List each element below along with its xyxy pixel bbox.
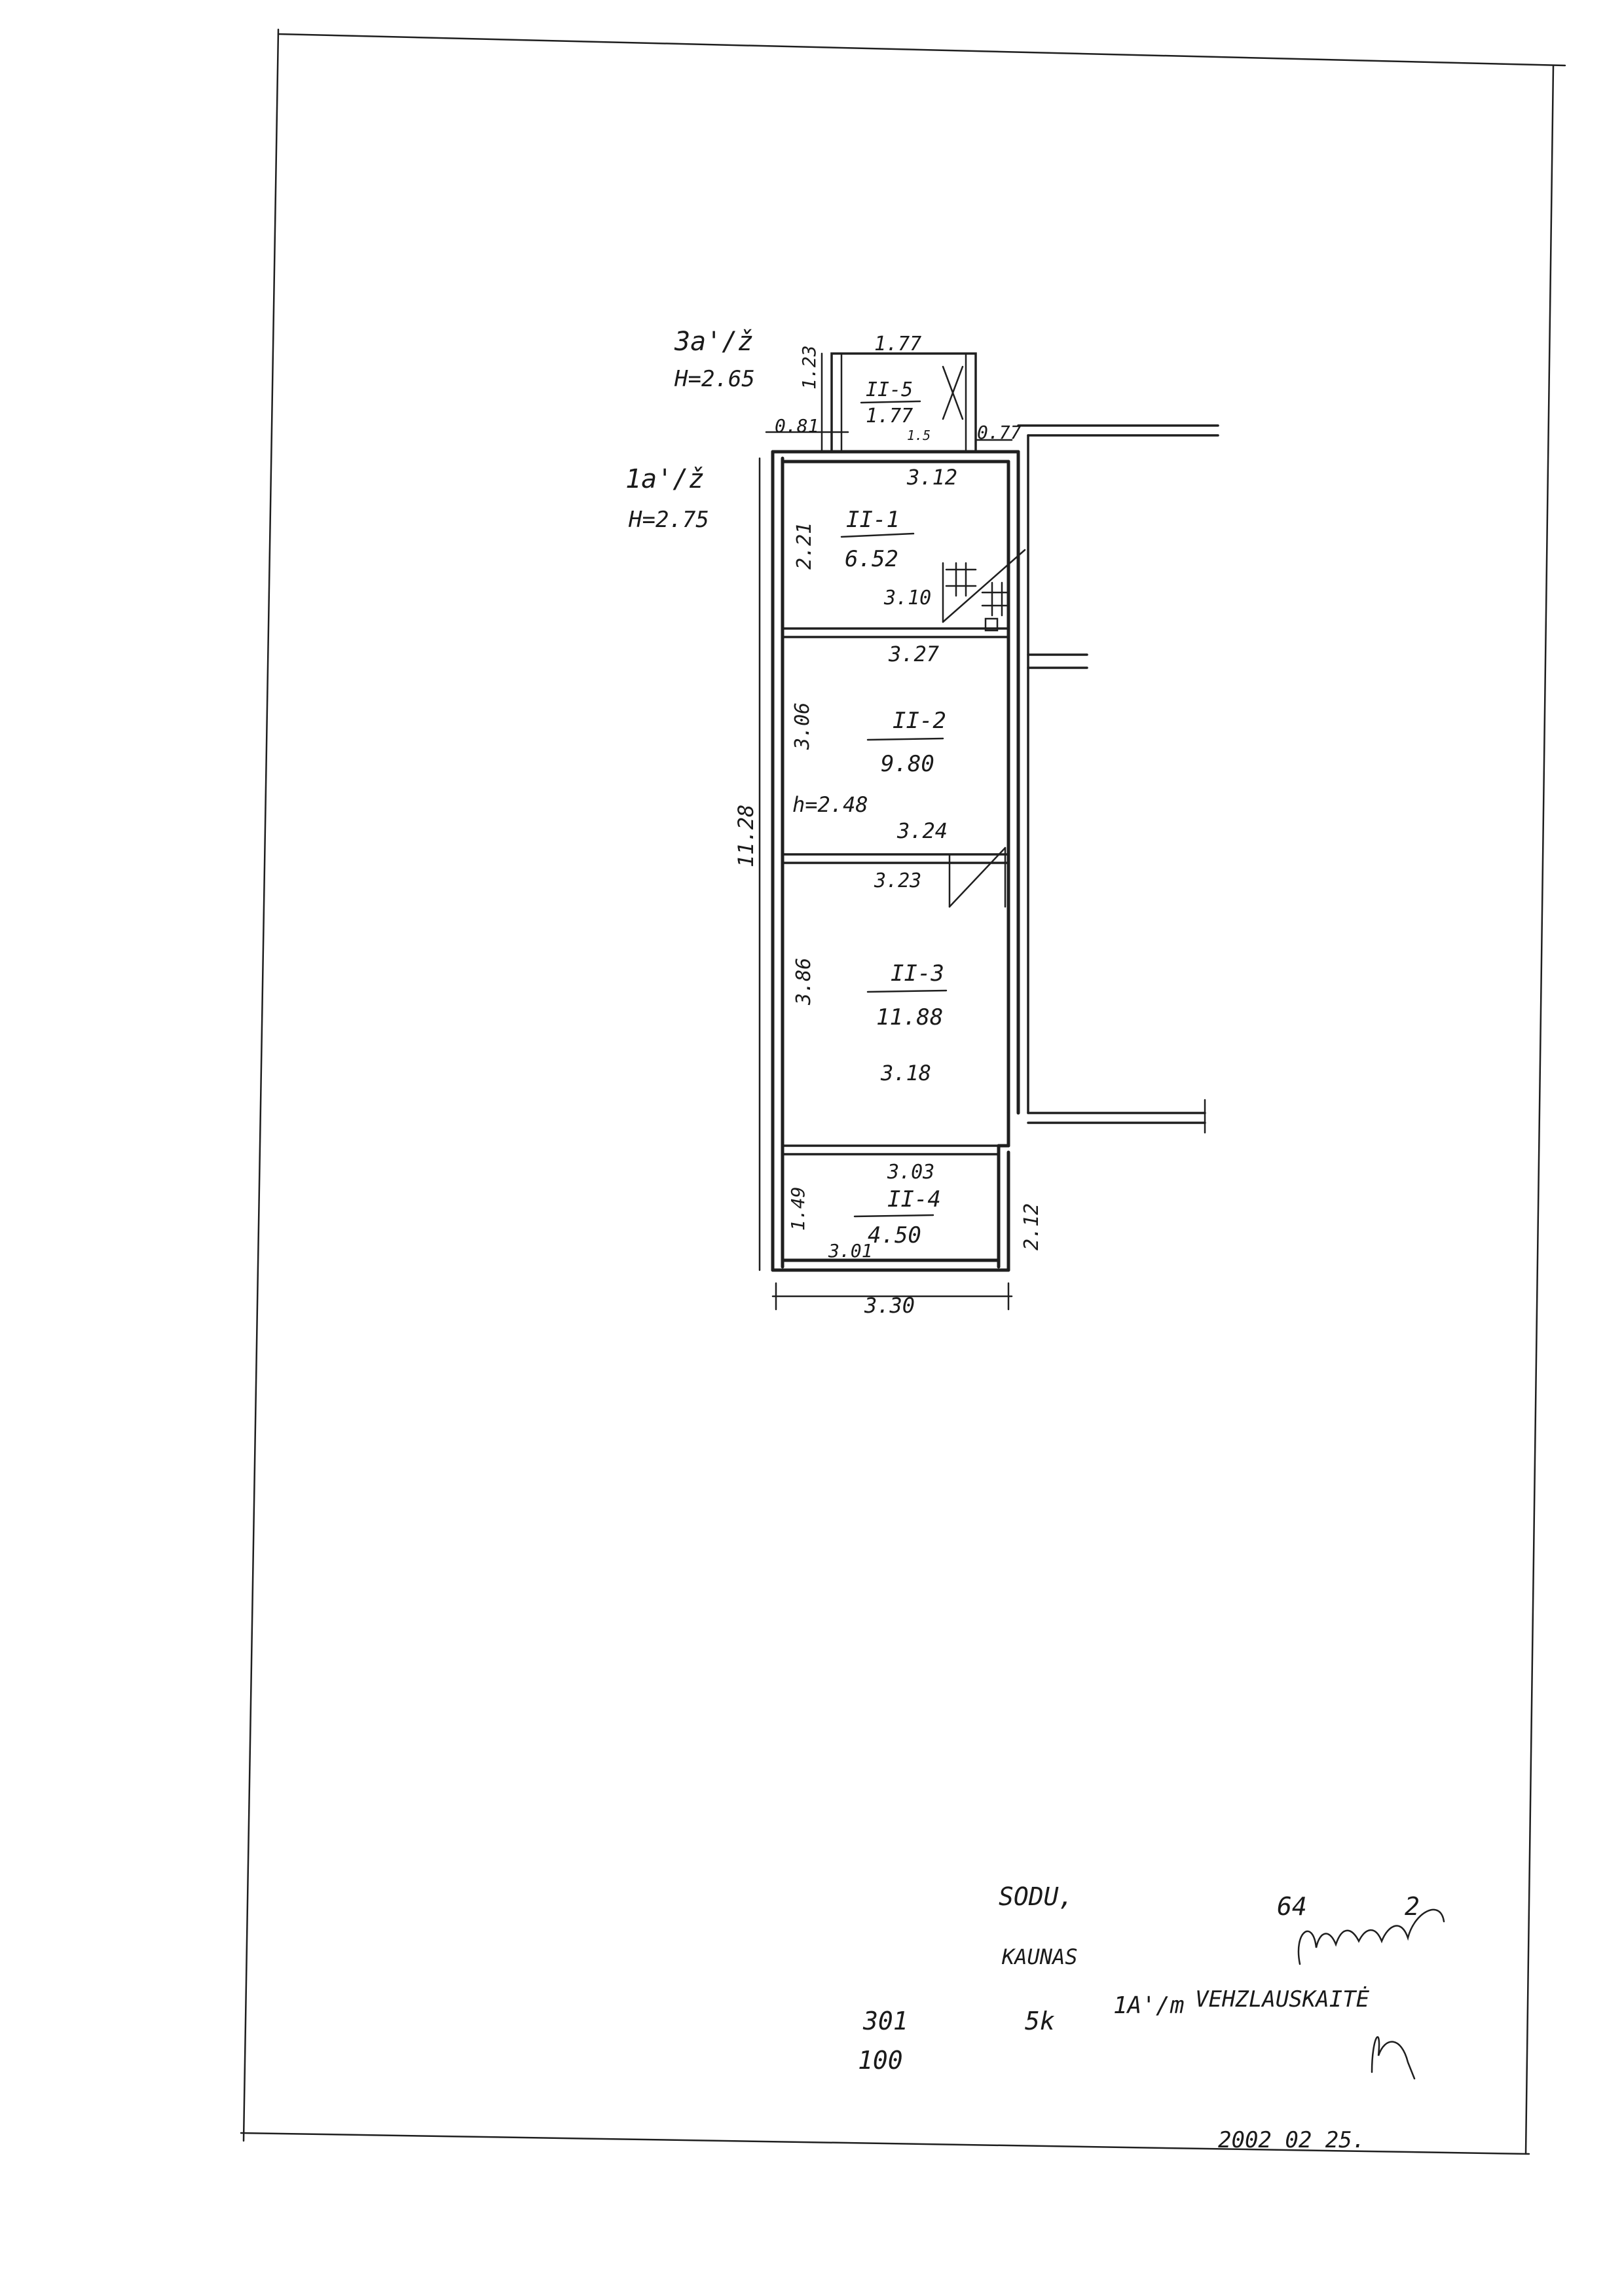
note-100: 100: [858, 2046, 903, 2075]
room-area: 11.88: [876, 1004, 943, 1030]
note-number-2: 2: [1405, 1892, 1420, 1921]
dim-top-width: 1.77: [874, 333, 921, 355]
room-II-5: II-5 1.77: [860, 378, 921, 428]
stair-symbols: [942, 549, 1026, 908]
room-II-3: II-3 11.88: [866, 960, 948, 1030]
note-code-301: 301: [862, 2007, 908, 2035]
note-date: 2002 02 25.: [1218, 2127, 1365, 2153]
room-id: II-4: [887, 1186, 941, 1212]
note-code-1am: 1A'/m: [1113, 1992, 1184, 2019]
note-address: SODU,: [999, 1882, 1073, 1911]
sheet-frame: [240, 28, 1566, 2155]
room-II-2: II-2 9.80: [866, 708, 946, 777]
floor-height-3a: H=2.65: [674, 366, 755, 392]
note-code-5k: 5k: [1025, 2007, 1055, 2035]
dim-height-2: 3.06: [791, 702, 814, 750]
dimension-lines: [758, 352, 1013, 1311]
dim-left-offset: 0.81: [775, 415, 819, 437]
floor-height-1a: H=2.75: [628, 507, 709, 533]
dim-ceiling-height: h=2.48: [792, 792, 868, 817]
dim-overall-height: 11.28: [733, 805, 758, 867]
room-area: 9.80: [881, 751, 934, 777]
dim-width-3b: 3.23: [874, 869, 921, 892]
room-id: II-3: [891, 960, 944, 987]
dim-width-2: 3.27: [888, 642, 939, 666]
room-II-4: II-4 4.50: [853, 1186, 941, 1248]
room-id: II-5: [866, 378, 913, 401]
room-id: II-2: [893, 708, 946, 734]
note-number-1: 64: [1277, 1892, 1307, 1921]
dim-width-1: 3.12: [906, 465, 957, 490]
plan-walls: [771, 352, 1219, 1272]
dim-width-4b: 3.01: [828, 1240, 872, 1262]
note-city: KAUNAS: [1001, 1944, 1078, 1969]
room-id: II-1: [846, 507, 900, 533]
title-block-notes: SODU, 64 2 KAUNAS 301 5k 1A'/m VEHZLAUSK…: [858, 1882, 1445, 2153]
room-area: 4.50: [868, 1222, 921, 1248]
dim-stair-width: 3.10: [883, 587, 931, 610]
signature-stroke-1: [1297, 1908, 1445, 1965]
room-area: 1.77: [866, 405, 913, 428]
room-II-1: II-1 6.52: [840, 507, 915, 572]
note-surname: VEHZLAUSKAITĖ: [1195, 1986, 1370, 2013]
dim-top-depth: 1.23: [798, 346, 820, 390]
floor-label-3a: 3a'/ž: [674, 327, 753, 357]
dim-total-width: 3.30: [864, 1293, 915, 1318]
dim-height-4: 1.49: [787, 1187, 809, 1231]
dim-width-3c: 3.18: [880, 1061, 931, 1085]
dim-width-3a: 3.24: [896, 818, 948, 843]
dim-width-4a: 3.03: [887, 1161, 934, 1184]
floor-label-1a: 1a'/ž: [625, 464, 704, 494]
room-area: 6.52: [845, 546, 898, 572]
dim-height-1: 2.21: [793, 522, 816, 570]
dim-height-3: 3.86: [792, 958, 815, 1006]
dim-right-offset: 0.77: [977, 422, 1022, 443]
signature-stroke-2: [1371, 2036, 1416, 2080]
dim-stair-gap: 1.5: [907, 428, 931, 443]
dim-height-4r: 2.12: [1020, 1203, 1043, 1250]
